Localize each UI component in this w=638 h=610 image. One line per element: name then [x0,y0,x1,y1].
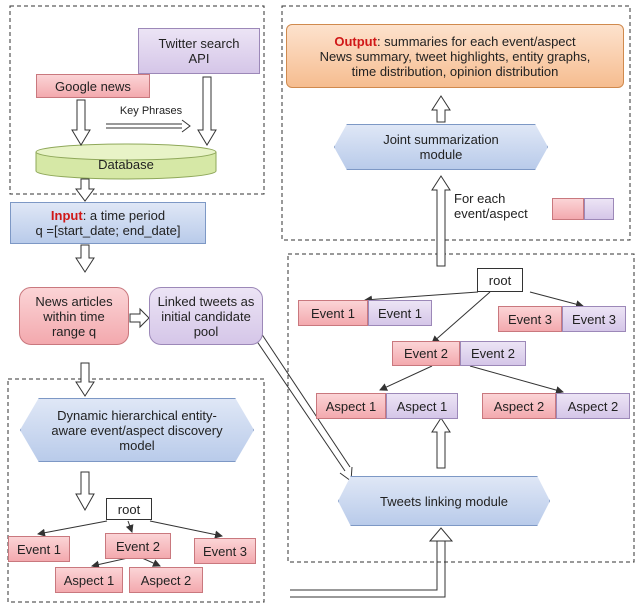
linking-group-box [287,253,635,563]
for-each-swatch-tweets [584,198,614,220]
key-phrases-label: Key Phrases [119,104,183,117]
twitter-search-api-box: Twitter search API [138,28,260,74]
output-group-box [281,5,631,241]
database-to-input-arrow [75,178,95,202]
google-to-database-arrow [71,99,91,146]
input-box: Input: a time period q =[start_date; end… [10,202,206,244]
news-to-model-arrow [75,362,95,397]
right-tree-edges [364,291,584,394]
left-tree-edges [37,520,223,569]
right-tree-event-2-tweets: Event 2 [460,341,526,366]
input-to-news-arrow [75,244,95,273]
linked-tweets-box: Linked tweets as initial candidate pool [149,287,263,345]
right-tree-event-1-tweets: Event 1 [368,300,432,326]
right-tree-root: root [477,268,523,292]
input-text: : a time period [82,208,166,223]
joint-summarization-box: Joint summarization module [334,124,548,170]
joint-to-output-arrow [431,95,451,123]
linking-to-tree-arrow [431,417,451,469]
news-articles-box: News articles within time range q [19,287,129,345]
discovery-model-box: Dynamic hierarchical entity-aware event/… [20,398,254,462]
model-to-tree-arrow [75,471,95,512]
for-each-swatch-news [552,198,584,220]
google-news-box: Google news [36,74,150,98]
output-label: Output [334,33,377,49]
left-tree-event-1: Event 1 [8,536,70,562]
database-label: Database [98,156,154,172]
tree-to-joint-arrow [431,175,451,267]
left-tree-aspect-2: Aspect 2 [129,567,203,593]
left-tree-aspect-1: Aspect 1 [55,567,123,593]
key-phrases-arrow [106,119,191,133]
output-line3: time distribution, opinion distribution [351,63,559,79]
input-range-text: q =[start_date; end_date] [35,223,181,238]
right-tree-aspect-1-news: Aspect 1 [316,393,386,419]
feed-to-linking-arrow [290,527,454,598]
right-tree-event-2-news: Event 2 [392,341,460,366]
input-label: Input [50,208,83,223]
right-tree-event-3-news: Event 3 [498,306,562,332]
right-tree-aspect-2-tweets: Aspect 2 [556,393,630,419]
twitter-to-database-arrow [197,76,217,146]
right-tree-event-1-news: Event 1 [298,300,368,326]
tweets-linking-box: Tweets linking module [338,476,550,526]
right-tree-aspect-1-tweets: Aspect 1 [386,393,458,419]
left-tree-event-3: Event 3 [194,538,256,564]
news-to-linked-arrow [129,307,150,329]
output-line2: News summary, tweet highlights, entity g… [319,48,591,64]
right-tree-event-3-tweets: Event 3 [562,306,626,332]
left-tree-root: root [106,498,152,520]
sources-group-box [9,5,265,195]
discovery-group-box [7,378,265,603]
database-cylinder [35,143,217,180]
left-tree-event-2: Event 2 [105,533,171,559]
output-box: Output: summaries for each event/aspect … [286,24,624,88]
for-each-label: For each event/aspect [454,191,528,221]
output-line1: : summaries for each event/aspect [376,33,576,49]
right-tree-aspect-2-news: Aspect 2 [482,393,556,419]
